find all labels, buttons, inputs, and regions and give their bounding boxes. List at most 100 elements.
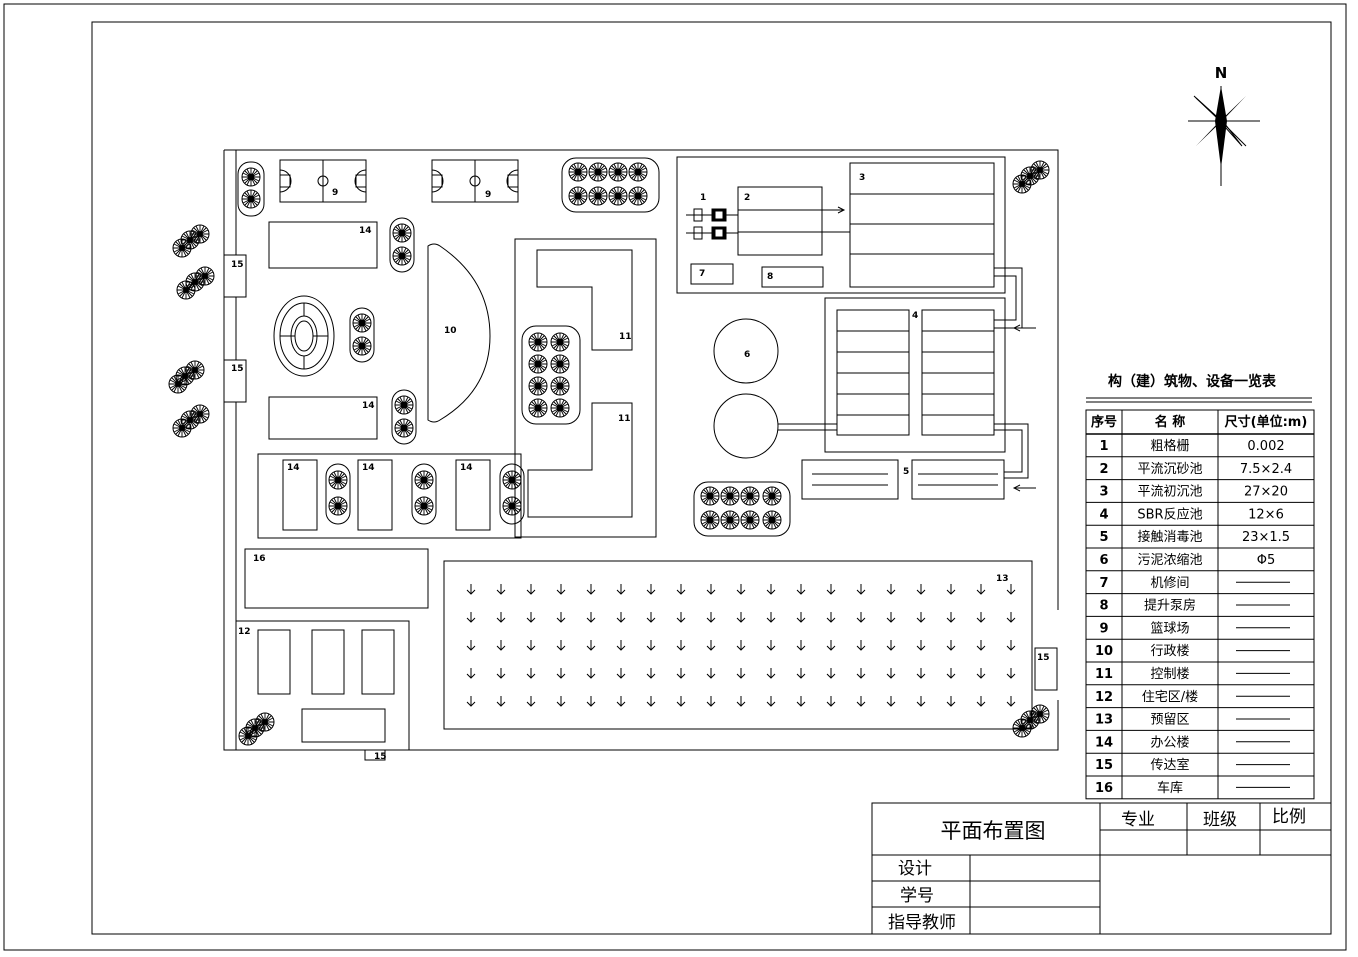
svg-text:13: 13 bbox=[996, 574, 1009, 584]
site-boundary bbox=[223, 149, 1059, 751]
reserve-arrow-icon bbox=[796, 639, 806, 651]
reserve-arrow-icon bbox=[1006, 667, 1016, 679]
reserve-arrow-icon bbox=[976, 695, 986, 707]
table-cell: 提升泵房 bbox=[1144, 598, 1196, 614]
reserve-arrow-icon bbox=[736, 667, 746, 679]
reserve-arrow-icon bbox=[826, 639, 836, 651]
reserve-arrow-icon bbox=[886, 611, 896, 623]
reserve-arrow-icon bbox=[826, 667, 836, 679]
major-label: 专业 bbox=[1121, 810, 1155, 830]
guardhouse-15-a: 15 bbox=[223, 254, 247, 298]
reserve-arrow-icon bbox=[646, 667, 656, 679]
reserve-arrow-icon bbox=[886, 667, 896, 679]
table-cell: 27×20 bbox=[1244, 485, 1288, 500]
table-cell: 行政楼 bbox=[1150, 644, 1189, 659]
table-cell: 10 bbox=[1095, 644, 1113, 659]
title-block: 平面布置图 专业 班级 比例 设计 学号 指导教师 bbox=[871, 802, 1332, 935]
svg-text:14: 14 bbox=[359, 226, 372, 236]
reserve-arrow-icon bbox=[556, 583, 566, 595]
reserve-arrow-icon bbox=[526, 639, 536, 651]
reserve-arrow-icon bbox=[706, 639, 716, 651]
svg-text:2: 2 bbox=[744, 193, 750, 203]
reserve-arrow-icon bbox=[466, 667, 476, 679]
reserve-arrow-icon bbox=[856, 639, 866, 651]
plaza-fountain bbox=[273, 295, 335, 377]
drawing-title: 平面布置图 bbox=[941, 819, 1046, 843]
svg-text:15: 15 bbox=[231, 364, 244, 374]
table-cell: 0.002 bbox=[1247, 439, 1284, 454]
reserve-arrow-icon bbox=[676, 695, 686, 707]
pipes bbox=[778, 267, 1036, 492]
reserve-arrow-icon bbox=[916, 611, 926, 623]
table-cell: 5 bbox=[1099, 530, 1108, 545]
table-cell: 办公楼 bbox=[1150, 735, 1189, 750]
reserve-arrow-icon bbox=[736, 639, 746, 651]
svg-text:9: 9 bbox=[485, 190, 491, 200]
reserve-arrow-icon bbox=[556, 639, 566, 651]
reserve-arrow-icon bbox=[766, 639, 776, 651]
reserve-arrow-icon bbox=[796, 667, 806, 679]
table-cell: 13 bbox=[1095, 713, 1113, 728]
advisor-label: 指导教师 bbox=[888, 913, 956, 933]
repair-shop-7: 7 bbox=[690, 263, 734, 285]
reserve-arrow-icon bbox=[586, 583, 596, 595]
reserve-arrow-icon bbox=[616, 583, 626, 595]
reserve-arrow-icon bbox=[616, 695, 626, 707]
reserve-arrow-icon bbox=[886, 583, 896, 595]
scale-label: 比例 bbox=[1272, 807, 1306, 827]
north-arrow: N bbox=[1188, 64, 1260, 186]
reserve-arrow-icon bbox=[556, 611, 566, 623]
table-cell: 7 bbox=[1099, 576, 1108, 591]
table-cell: 接触消毒池 bbox=[1137, 529, 1202, 545]
reserve-arrow-icon bbox=[856, 695, 866, 707]
basketball-court-b: 9 bbox=[431, 159, 519, 203]
pump-house-8: 8 bbox=[761, 266, 824, 288]
svg-text:10: 10 bbox=[444, 326, 457, 336]
table-cell: 平流沉砂池 bbox=[1137, 462, 1202, 477]
table-header-cell: 尺寸(单位:m) bbox=[1225, 414, 1308, 430]
table-cell: 住宅区/楼 bbox=[1142, 690, 1198, 705]
table-cell: 粗格栅 bbox=[1150, 438, 1189, 454]
sludge-thickener-6: 6 bbox=[713, 318, 779, 459]
sbr-reactor-4: 4 bbox=[824, 297, 1006, 453]
reserve-arrow-icon bbox=[766, 611, 776, 623]
reserve-arrow-icon bbox=[646, 583, 656, 595]
table-cell: SBR反应池 bbox=[1137, 506, 1202, 522]
reserve-arrow-icon bbox=[616, 639, 626, 651]
table-cell: 12 bbox=[1095, 690, 1113, 705]
office-14-a: 14 bbox=[268, 221, 378, 269]
reserve-arrow-icon bbox=[646, 695, 656, 707]
table-cell: 平流初沉池 bbox=[1137, 485, 1202, 500]
reserve-arrow-icon bbox=[526, 611, 536, 623]
table-cell: 机修间 bbox=[1150, 576, 1189, 591]
table-cell: 14 bbox=[1095, 735, 1113, 750]
inner-border bbox=[91, 21, 1332, 935]
reserve-arrow-icon bbox=[1006, 611, 1016, 623]
reserve-arrow-icon bbox=[616, 667, 626, 679]
guardhouse-15-b: 15 bbox=[223, 359, 247, 403]
reserve-arrow-icon bbox=[766, 667, 776, 679]
table-cell: Φ5 bbox=[1257, 553, 1276, 568]
svg-text:7: 7 bbox=[699, 269, 705, 279]
svg-text:9: 9 bbox=[332, 188, 338, 198]
table-cell: 4 bbox=[1099, 507, 1108, 522]
table-cell: 15 bbox=[1095, 758, 1113, 773]
planters bbox=[237, 157, 791, 537]
table-header-cell: 名 称 bbox=[1155, 414, 1186, 430]
reserve-arrow-icon bbox=[796, 695, 806, 707]
reserve-arrow-icon bbox=[976, 639, 986, 651]
table-cell: 1 bbox=[1099, 439, 1108, 454]
north-label: N bbox=[1215, 64, 1228, 82]
reserve-arrow-icon bbox=[466, 695, 476, 707]
reserve-arrow-icon bbox=[586, 611, 596, 623]
class-label: 班级 bbox=[1203, 810, 1237, 830]
svg-text:14: 14 bbox=[287, 463, 300, 473]
reserve-arrow-icon bbox=[706, 611, 716, 623]
reserve-arrow-icon bbox=[856, 611, 866, 623]
guardhouse-15-c: 15 bbox=[1034, 647, 1058, 691]
table-cell: 污泥浓缩池 bbox=[1137, 552, 1202, 568]
reserve-arrow-icon bbox=[856, 667, 866, 679]
svg-text:15: 15 bbox=[1037, 653, 1050, 663]
student-no-label: 学号 bbox=[900, 886, 934, 906]
svg-text:6: 6 bbox=[744, 350, 750, 360]
